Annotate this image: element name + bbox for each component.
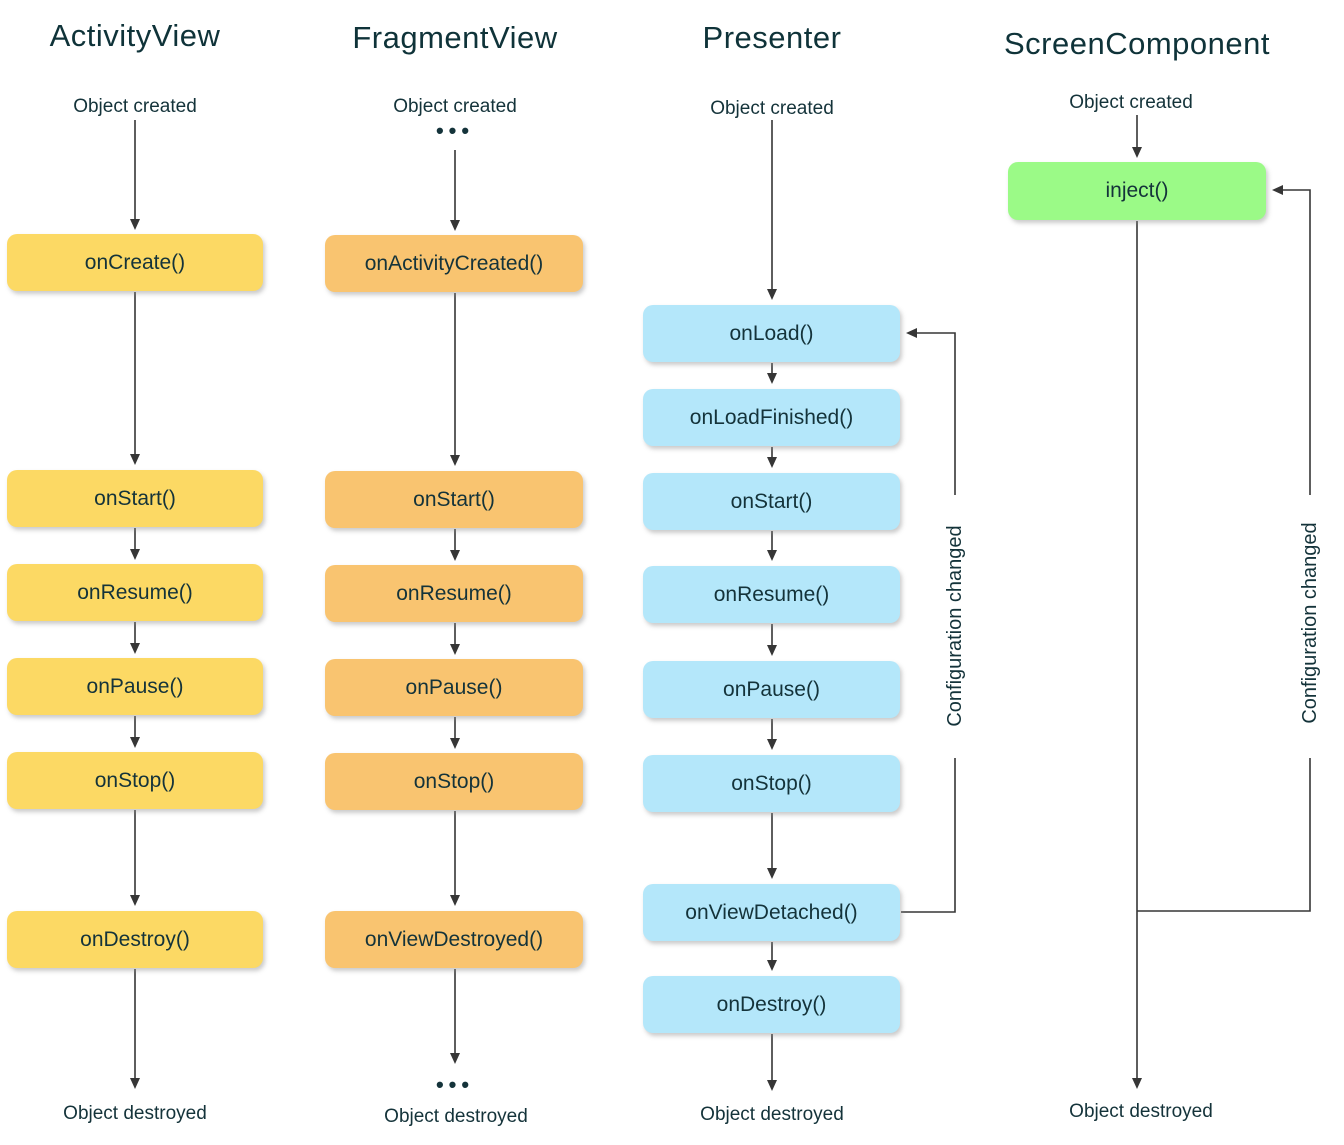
object-created-label: Object created xyxy=(393,96,517,117)
onresume-box: onResume() xyxy=(643,566,900,623)
onloadfinished-box: onLoadFinished() xyxy=(643,389,900,446)
config-loop-screencomponent-lower xyxy=(1137,758,1311,912)
configuration-changed-label-screencomponent: Configuration changed xyxy=(1299,522,1321,724)
object-created-label: Object created xyxy=(73,96,197,117)
configuration-changed-label-presenter: Configuration changed xyxy=(944,525,966,727)
column-title-presenter: Presenter xyxy=(702,20,842,55)
onpause-box: onPause() xyxy=(325,659,583,716)
object-destroyed-label: Object destroyed xyxy=(384,1106,528,1127)
object-destroyed-label: Object destroyed xyxy=(700,1104,844,1125)
onload-box: onLoad() xyxy=(643,305,900,362)
ondestroy-box: onDestroy() xyxy=(643,976,900,1033)
object-created-label: Object created xyxy=(1069,92,1193,113)
onstop-box: onStop() xyxy=(325,753,583,810)
onviewdetached-box: onViewDetached() xyxy=(643,884,900,941)
onresume-box: onResume() xyxy=(325,565,583,622)
onstart-box: onStart() xyxy=(325,471,583,528)
inject-box: inject() xyxy=(1008,162,1266,220)
ellipsis-dots-bottom: ••• xyxy=(435,1072,475,1097)
column-title-screencomponent: ScreenComponent xyxy=(1004,26,1270,61)
onstart-box: onStart() xyxy=(643,473,900,530)
object-created-label: Object created xyxy=(710,98,834,119)
config-loop-screencomponent-upper xyxy=(1272,185,1311,495)
column-title-fragmentview: FragmentView xyxy=(352,20,558,55)
onactivitycreated-box: onActivityCreated() xyxy=(325,235,583,292)
onpause-box: onPause() xyxy=(7,658,263,715)
oncreate-box: onCreate() xyxy=(7,234,263,291)
onpause-box: onPause() xyxy=(643,661,900,718)
config-loop-presenter-lower xyxy=(901,758,956,913)
object-destroyed-label: Object destroyed xyxy=(1069,1101,1213,1122)
onresume-box: onResume() xyxy=(7,564,263,621)
onstop-box: onStop() xyxy=(643,755,900,812)
onstop-box: onStop() xyxy=(7,752,263,809)
ondestroy-box: onDestroy() xyxy=(7,911,263,968)
onviewdestroyed-box: onViewDestroyed() xyxy=(325,911,583,968)
onstart-box: onStart() xyxy=(7,470,263,527)
ellipsis-dots-top: ••• xyxy=(435,118,475,143)
object-destroyed-label: Object destroyed xyxy=(63,1103,207,1124)
column-title-activityview: ActivityView xyxy=(49,18,221,53)
config-loop-presenter-upper xyxy=(906,328,956,495)
